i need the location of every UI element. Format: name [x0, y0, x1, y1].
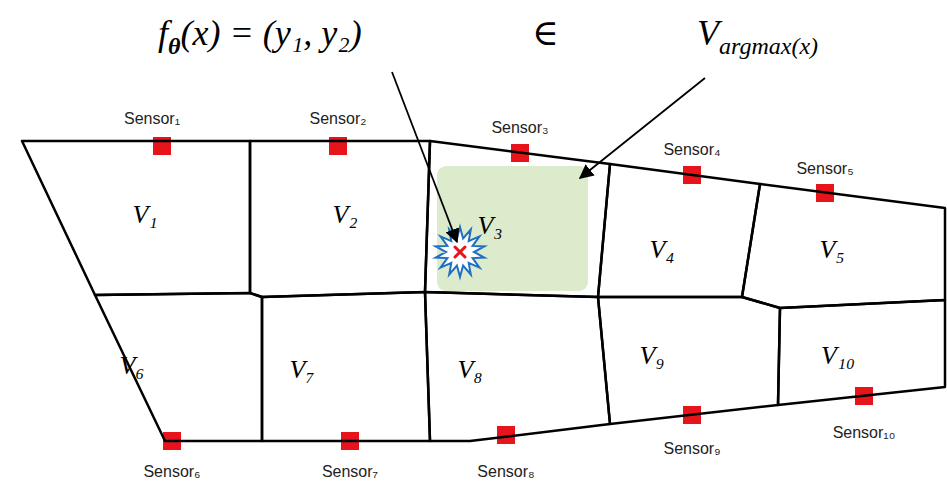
pointer-arrow: [392, 72, 457, 242]
formula: Vargmax(x): [697, 12, 818, 60]
cell-label: V₁: [133, 200, 158, 230]
mesh-cell: V₃: [425, 141, 610, 297]
cell-outline: [425, 292, 610, 441]
mesh-cell: V₅: [742, 184, 945, 308]
sensor-label: Sensor₅: [796, 160, 853, 178]
formula-term: θ: [168, 33, 180, 59]
sensor-marker: [329, 137, 347, 155]
formula-term: f: [158, 13, 168, 53]
formula-term: V: [697, 13, 719, 53]
cell-outline: [262, 292, 430, 441]
cell-outline: [598, 164, 760, 297]
formula-term: (x) = (y₁, y₂): [180, 13, 361, 53]
cell-label: V₆: [120, 351, 145, 381]
sensor-label: Sensor₂: [310, 110, 367, 128]
sensor-label: Sensor₁: [124, 110, 180, 128]
sensor-label: Sensor₈: [477, 463, 534, 481]
cell-label: V₉: [640, 341, 665, 371]
cell-label: V₈: [458, 355, 483, 385]
formula-term: ∈: [532, 13, 559, 53]
sensor-label: Sensor₉: [663, 440, 720, 458]
mesh-cell: V₂: [250, 141, 430, 297]
formula-term: argmax(x): [719, 33, 818, 59]
mesh-cell: V₆: [95, 293, 262, 441]
cell-label: V₁₀: [821, 341, 855, 371]
mesh-cell: V₄: [598, 164, 760, 297]
cell-outline: [598, 297, 780, 424]
cell-outline: [425, 141, 610, 297]
mesh-cell: V₈: [425, 292, 610, 441]
formula: ∈: [532, 12, 559, 54]
sensor-label: Sensor₁₀: [833, 424, 896, 442]
mesh-cell: V₁: [22, 141, 250, 295]
sensor-label: Sensor₃: [491, 119, 548, 137]
cell-label: V₂: [333, 200, 358, 230]
mesh-cell: V₁₀: [778, 300, 945, 405]
cell-label: V₅: [820, 235, 845, 265]
sensor-marker: [153, 137, 171, 155]
cell-outline: [778, 300, 945, 405]
cell-label: V₄: [650, 235, 675, 265]
sensor-label: Sensor₄: [663, 141, 720, 159]
cell-label: V₇: [290, 355, 315, 385]
sensor-label: Sensor₇: [322, 463, 378, 481]
formula: fθ(x) = (y₁, y₂): [158, 12, 362, 60]
mesh-cell: V₇: [262, 292, 430, 441]
cross-mark: [455, 247, 465, 257]
mesh-cell: V₉: [598, 297, 780, 424]
cell-label: V₃: [478, 211, 503, 241]
sensor-label: Sensor₆: [143, 463, 200, 481]
starburst: [436, 227, 485, 277]
